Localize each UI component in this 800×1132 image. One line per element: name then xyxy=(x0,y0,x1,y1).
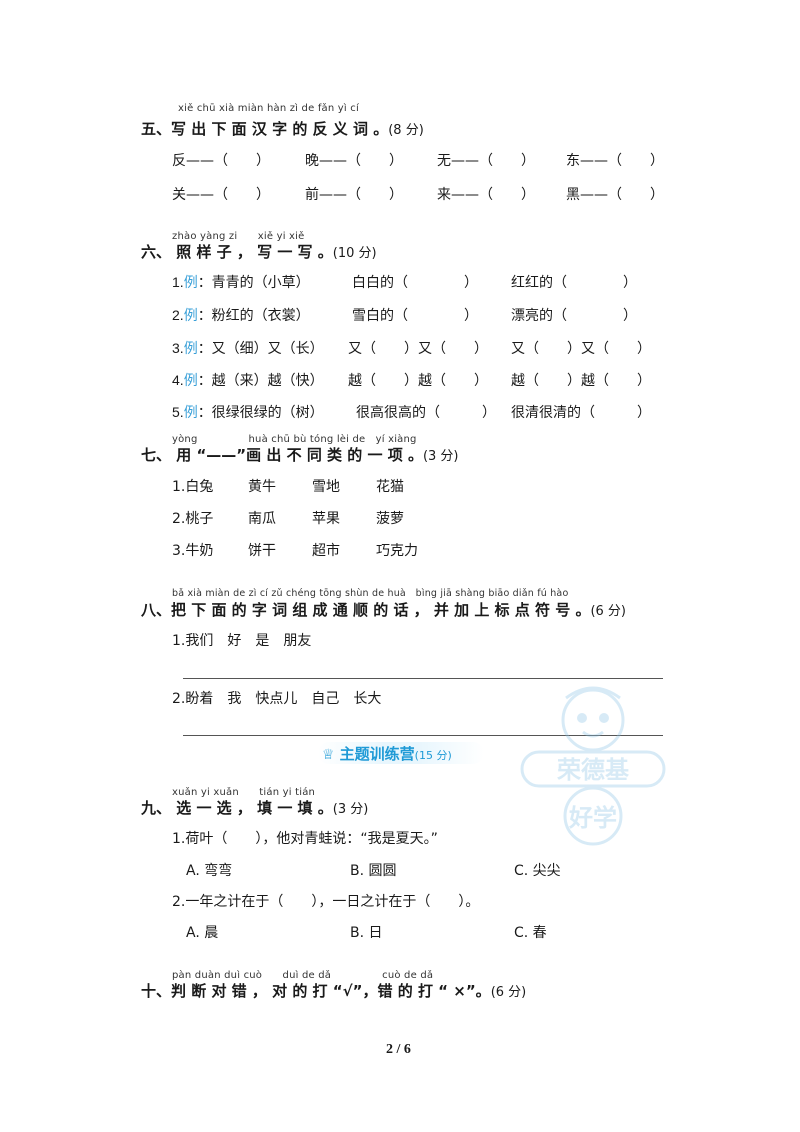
s7-row1-item2: 黄牛 xyxy=(248,479,276,495)
s9-heading: 九、 选 一 选 ， 填 一 填 。(3 分) xyxy=(141,797,368,818)
banner-title: 主题训练营 xyxy=(339,745,415,763)
s7-title: 七、 用 “——”画 出 不 同 类 的 一 项 。 xyxy=(141,446,423,464)
s6-item-5-blank-b: 很高很高的（ ） xyxy=(356,405,496,421)
section-banner xyxy=(318,742,484,764)
s9-q2-option-c: C. 春 xyxy=(514,925,547,941)
s7-row2-item4: 菠萝 xyxy=(376,511,404,527)
s8-answer-line-2 xyxy=(183,735,663,736)
s9-q1-option-c: C. 尖尖 xyxy=(514,863,561,879)
s5-pinyin: xiě chū xià miàn hàn zì de fǎn yì cí xyxy=(178,103,359,114)
s7-row2-item3: 苹果 xyxy=(312,511,340,527)
s7-heading: 七、 用 “——”画 出 不 同 类 的 一 项 。(3 分) xyxy=(141,444,459,465)
example-label: 例 xyxy=(183,405,198,421)
s6-item-3: 3.例：又（细）又（长） xyxy=(172,338,324,358)
s5-row2-item3: 来——（ ） xyxy=(437,187,535,203)
s9-q1-option-a: A. 弯弯 xyxy=(186,863,233,879)
s6-item-2: 2.例：粉红的（衣裳） xyxy=(172,305,310,325)
s7-row3-item1: 3.牛奶 xyxy=(172,543,214,559)
s7-row1-item1: 1.白兔 xyxy=(172,479,214,495)
item-number: 3. xyxy=(172,340,184,356)
s9-question-1: 1.荷叶（ ），他对青蛙说：“我是夏天。” xyxy=(172,831,438,847)
s9-q2-option-a: A. 晨 xyxy=(186,925,219,941)
example-label: 例 xyxy=(183,341,198,357)
s10-title: 十、判 断 对 错 ， 对 的 打 “√”，错 的 打 “ ×”。 xyxy=(141,982,491,1000)
s6-points: (10 分) xyxy=(332,246,377,261)
watermark-logo-icon: 荣德基 好学 xyxy=(520,686,666,846)
s6-heading: 六、 照 样 子 ， 写 一 写 。(10 分) xyxy=(141,241,377,262)
s7-row3-item3: 超市 xyxy=(312,543,340,559)
s10-heading: 十、判 断 对 错 ， 对 的 打 “√”，错 的 打 “ ×”。(6 分) xyxy=(141,980,526,1001)
s8-question-2: 2.盼着 我 快点儿 自己 长大 xyxy=(172,691,382,707)
example-text: ：粉红的（衣裳） xyxy=(197,308,310,324)
banner-points: (15 分) xyxy=(414,749,452,762)
s6-title: 六、 照 样 子 ， 写 一 写 。 xyxy=(141,243,333,261)
item-number: 5. xyxy=(172,404,184,420)
example-text: ：越（来）越（快） xyxy=(197,373,324,389)
s7-row2-item1: 2.桃子 xyxy=(172,511,214,527)
s6-item-5: 5.例：很绿很绿的（树） xyxy=(172,402,324,422)
item-number: 2. xyxy=(172,307,184,323)
s6-item-4: 4.例：越（来）越（快） xyxy=(172,370,324,390)
s5-row1-item4: 东——（ ） xyxy=(566,153,664,169)
svg-text:荣德基: 荣德基 xyxy=(557,756,630,784)
s7-row3-item4: 巧克力 xyxy=(376,543,418,559)
s8-answer-line-1 xyxy=(183,678,663,679)
example-text: ：青青的（小草） xyxy=(197,275,310,291)
s8-points: (6 分) xyxy=(590,604,627,619)
s7-pinyin: yòng huà chū bù tóng lèi de yí xiàng xyxy=(172,434,417,445)
crown-icon: ♕ xyxy=(322,747,335,763)
s6-item-4-blank-b: 越（ ）越（ ） xyxy=(348,373,488,389)
item-number: 4. xyxy=(172,372,184,388)
s6-pinyin: zhào yàng zi xiě yi xiě xyxy=(172,231,305,242)
example-label: 例 xyxy=(183,308,198,324)
s5-row1-item3: 无——（ ） xyxy=(437,153,535,169)
s9-title: 九、 选 一 选 ， 填 一 填 。 xyxy=(141,799,333,817)
s9-q2-option-b: B. 日 xyxy=(350,925,383,941)
s5-row2-item1: 关——（ ） xyxy=(172,187,270,203)
s9-points: (3 分) xyxy=(332,802,369,817)
s8-heading: 八、把 下 面 的 字 词 组 成 通 顺 的 话 ， 并 加 上 标 点 符 … xyxy=(141,599,626,620)
s10-pinyin: pàn duàn duì cuò duì de dǎ cuò de dǎ xyxy=(172,970,434,981)
s9-question-2: 2.一年之计在于（ ），一日之计在于（ ）。 xyxy=(172,894,480,910)
banner-content: ♕ 主题训练营(15 分) xyxy=(322,743,452,764)
s6-item-3-blank-b: 又（ ）又（ ） xyxy=(348,341,488,357)
s5-row2-item4: 黑——（ ） xyxy=(566,187,664,203)
example-text: ：又（细）又（长） xyxy=(197,341,324,357)
example-label: 例 xyxy=(183,275,198,291)
example-text: ：很绿很绿的（树） xyxy=(197,405,324,421)
s10-points: (6 分) xyxy=(490,985,527,1000)
s6-item-1-blank-c: 红红的（ ） xyxy=(511,275,637,291)
s7-row1-item3: 雪地 xyxy=(312,479,340,495)
s5-heading: 五、写 出 下 面 汉 字 的 反 义 词 。(8 分) xyxy=(141,118,424,139)
s8-question-1: 1.我们 好 是 朋友 xyxy=(172,633,312,649)
s5-points: (8 分) xyxy=(388,123,424,138)
s7-row1-item4: 花猫 xyxy=(376,479,404,495)
s8-pinyin: bǎ xià miàn de zì cí zǔ chéng tōng shùn … xyxy=(172,588,569,599)
s6-item-5-blank-c: 很清很清的（ ） xyxy=(511,405,651,421)
example-label: 例 xyxy=(183,373,198,389)
s7-row3-item2: 饼干 xyxy=(248,543,276,559)
s5-title: 五、写 出 下 面 汉 字 的 反 义 词 。 xyxy=(141,120,389,138)
s7-row2-item2: 南瓜 xyxy=(248,511,276,527)
s9-pinyin: xuǎn yi xuǎn tián yi tián xyxy=(172,787,316,798)
s9-q1-option-b: B. 圆圆 xyxy=(350,863,397,879)
s6-item-4-blank-c: 越（ ）越（ ） xyxy=(511,373,651,389)
page-number: 2 / 6 xyxy=(386,1042,411,1057)
s5-row2-item2: 前——（ ） xyxy=(305,187,403,203)
s6-item-2-blank-b: 雪白的（ ） xyxy=(352,308,478,324)
item-number: 1. xyxy=(172,274,184,290)
s6-item-3-blank-c: 又（ ）又（ ） xyxy=(511,341,651,357)
s7-points: (3 分) xyxy=(422,449,459,464)
s6-item-2-blank-c: 漂亮的（ ） xyxy=(511,308,637,324)
s6-item-1: 1.例：青青的（小草） xyxy=(172,272,310,292)
s5-row1-item1: 反——（ ） xyxy=(172,153,270,169)
svg-text:好学: 好学 xyxy=(568,804,617,832)
s8-title: 八、把 下 面 的 字 词 组 成 通 顺 的 话 ， 并 加 上 标 点 符 … xyxy=(141,601,591,619)
s5-row1-item2: 晚——（ ） xyxy=(305,153,403,169)
s6-item-1-blank-b: 白白的（ ） xyxy=(352,275,478,291)
